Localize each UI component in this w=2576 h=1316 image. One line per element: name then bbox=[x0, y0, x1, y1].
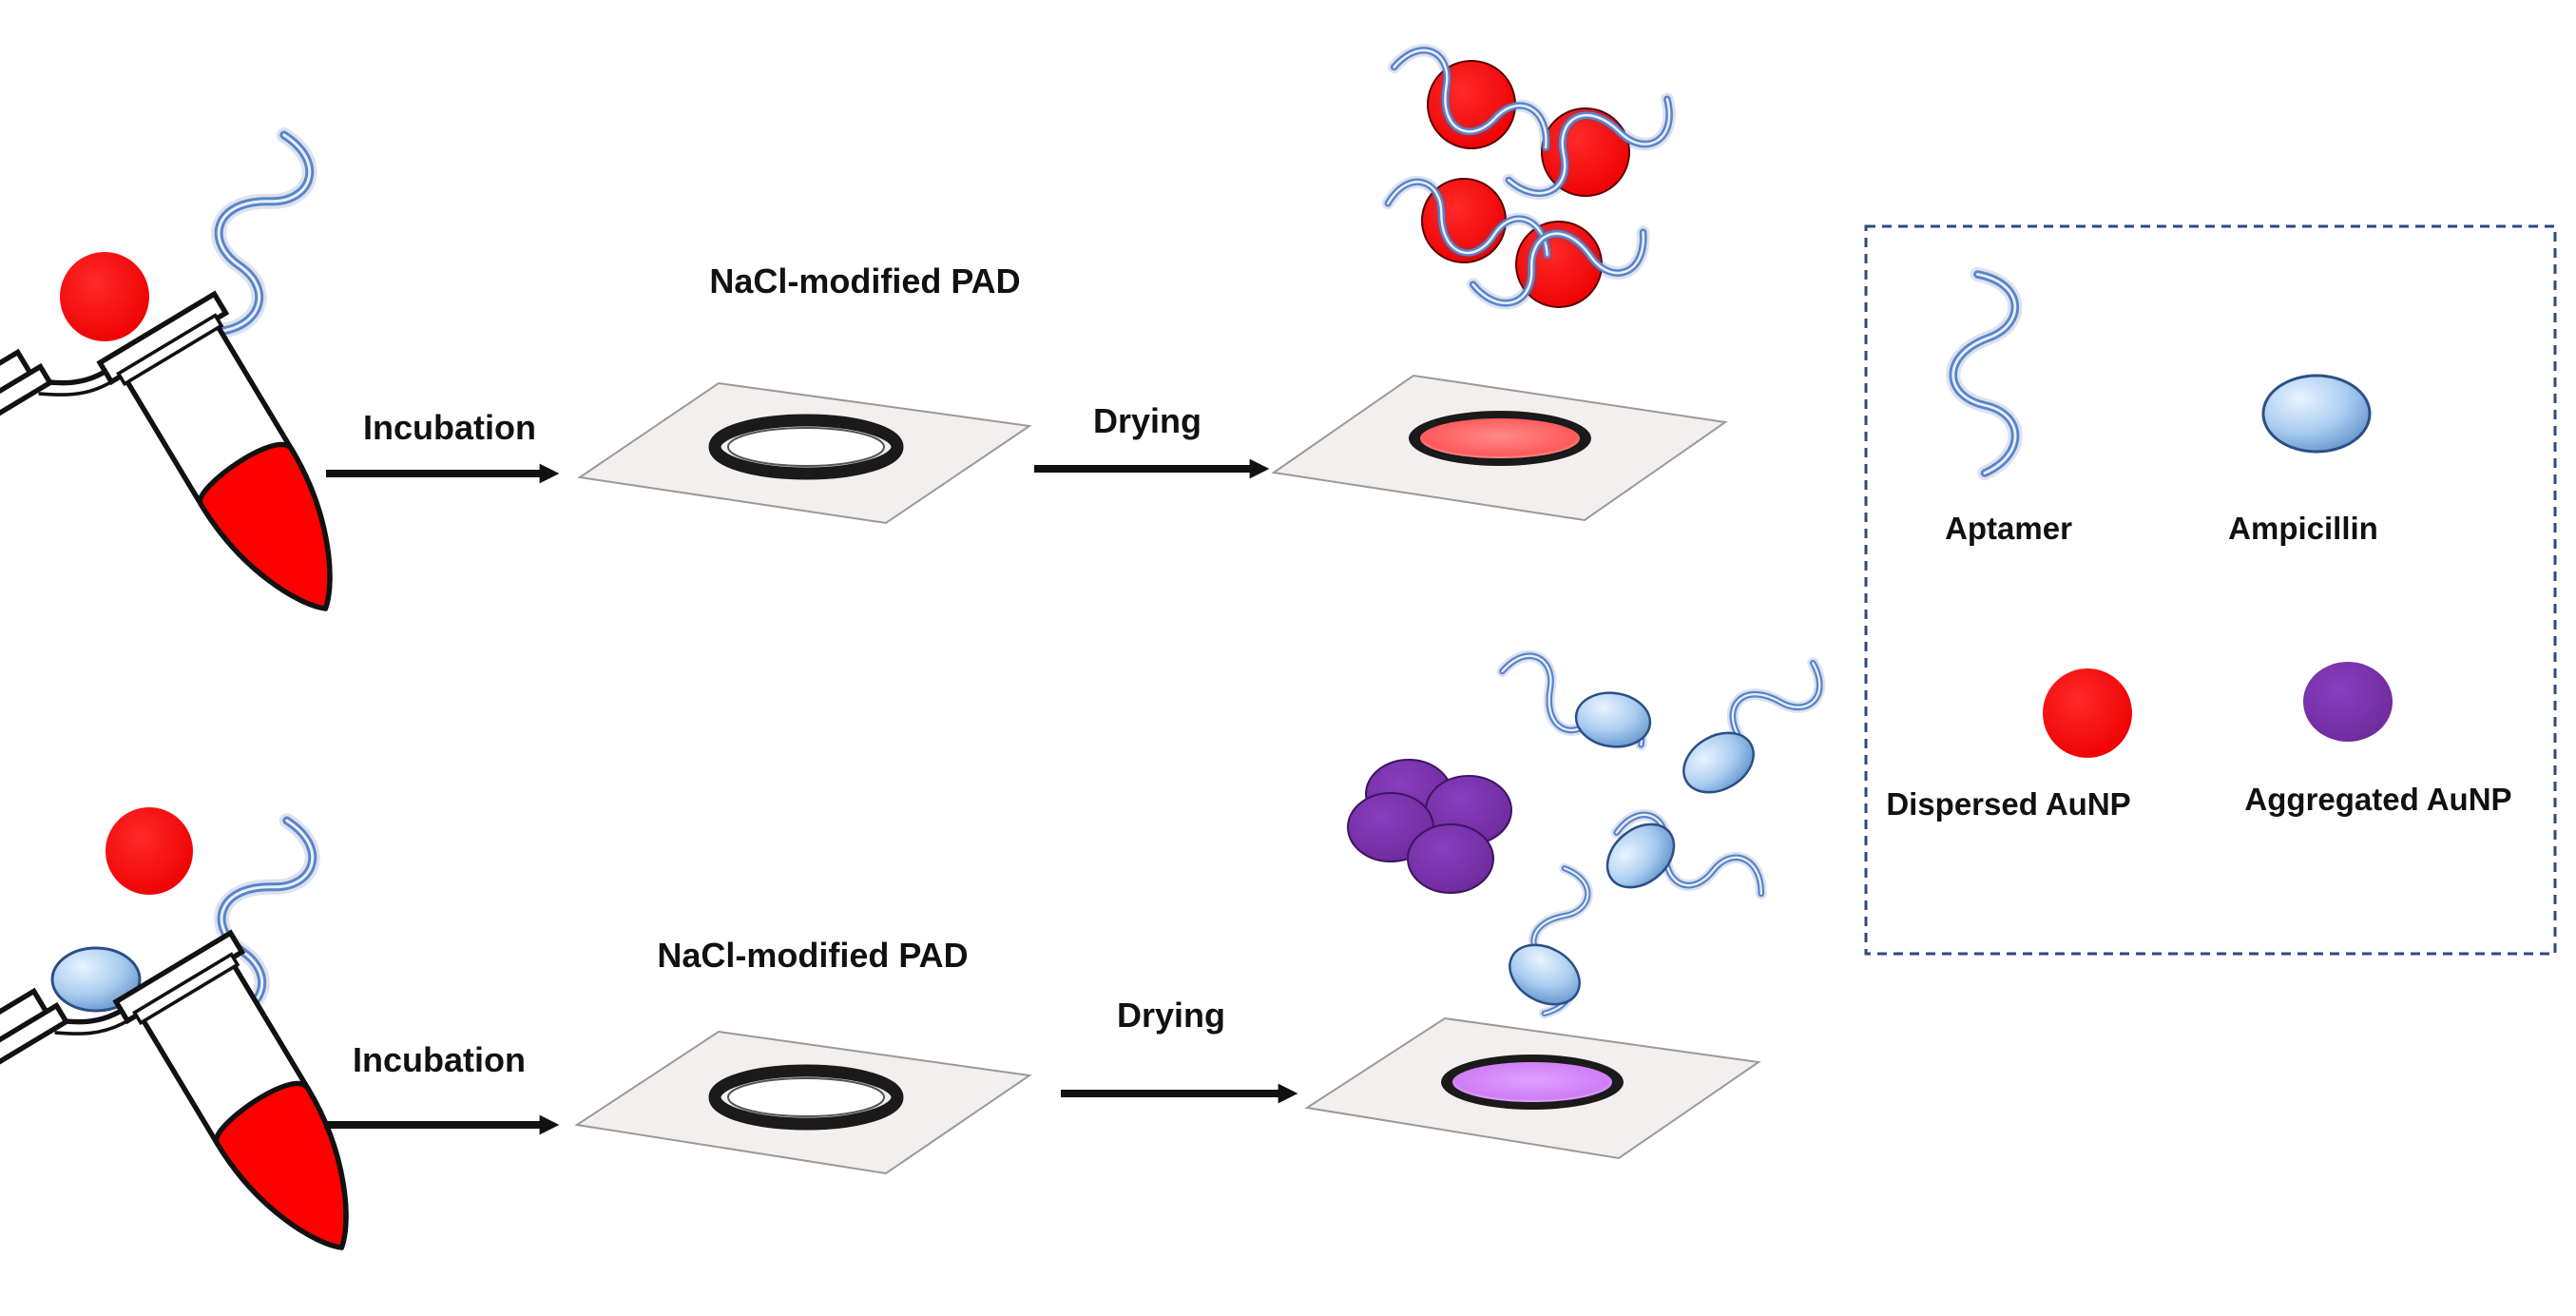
pad-ring-inner bbox=[727, 427, 885, 467]
dispersed-aunp-cluster bbox=[1381, 39, 1682, 311]
aptamer-ampicillin-complexes bbox=[1492, 646, 1832, 1017]
drying-label: Drying bbox=[1093, 401, 1201, 440]
pad-label: NaCl-modified PAD bbox=[709, 261, 1020, 300]
complex-ampicillin bbox=[1593, 810, 1688, 901]
aggregated-aunp-cluster bbox=[1347, 759, 1512, 894]
legend-ampicillin-label: Ampicillin bbox=[2228, 511, 2378, 546]
dispersed-aunp-reagent bbox=[106, 807, 193, 895]
tube-icon bbox=[0, 250, 383, 727]
aggregated-aunp-spot bbox=[1452, 1062, 1612, 1102]
dispersed-aunp-reagent bbox=[60, 252, 149, 341]
legend-ampicillin-icon bbox=[2261, 374, 2372, 454]
drying-label: Drying bbox=[1117, 996, 1225, 1035]
incubation-label: Incubation bbox=[363, 408, 536, 447]
pad-label: NaCl-modified PAD bbox=[657, 936, 968, 975]
row-top: Incubation NaCl-modified PAD Drying bbox=[0, 39, 1728, 727]
incubation-label: Incubation bbox=[353, 1040, 526, 1079]
legend-dispersed-label: Dispersed AuNP bbox=[1886, 786, 2130, 822]
legend-aptamer-label: Aptamer bbox=[1945, 511, 2072, 546]
legend-aptamer-icon bbox=[1953, 275, 2015, 474]
legend-dispersed-aunp-icon bbox=[2043, 668, 2132, 758]
pad-ring bbox=[708, 414, 904, 480]
complex-ampicillin bbox=[1497, 931, 1592, 1018]
legend-border bbox=[1864, 224, 2557, 956]
tube-icon bbox=[0, 889, 399, 1311]
complex-ampicillin bbox=[1671, 719, 1766, 806]
legend-box: Aptamer Ampicillin Dispersed AuNP Aggreg… bbox=[1864, 224, 2557, 956]
aggregated-aunp bbox=[1407, 823, 1494, 894]
pad-ring bbox=[708, 1064, 904, 1131]
row-bottom: Incubation NaCl-modified PAD Drying bbox=[0, 646, 1832, 1311]
pad-ring-inner bbox=[727, 1077, 885, 1117]
legend-aggregated-label: Aggregated AuNP bbox=[2244, 782, 2511, 817]
legend-aggregated-aunp-icon bbox=[2303, 662, 2393, 742]
dispersed-aunp-spot bbox=[1420, 418, 1580, 458]
